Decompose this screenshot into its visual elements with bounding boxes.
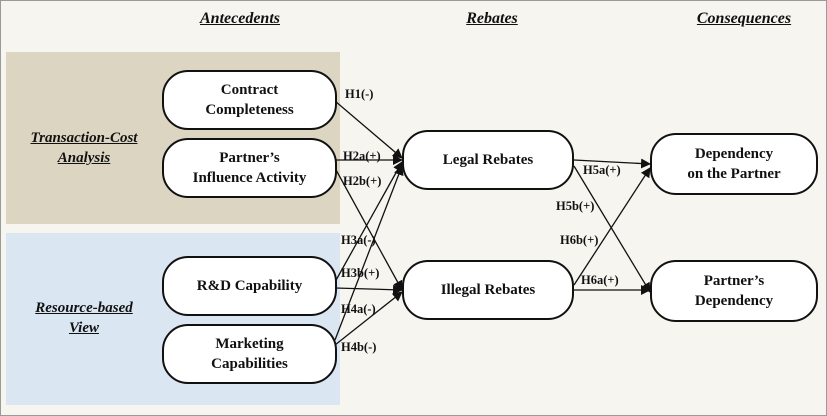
partner-influence-node: Partner’s Influence Activity: [162, 138, 337, 198]
partners-dependency-line1: Partner’s: [703, 273, 765, 289]
hypothesis-h6a-label: H6a(+): [581, 273, 619, 287]
transaction-cost-label-line1: Transaction-Cost: [30, 130, 138, 146]
partner-influence-line2: Influence Activity: [192, 170, 307, 186]
hypothesis-h3a-label: H3a(-): [341, 233, 376, 247]
contract-completeness-node: Contract Completeness: [162, 70, 337, 130]
transaction-cost-label-line2: Analysis: [57, 150, 111, 166]
arrow-h1: [334, 100, 403, 159]
arrow-h6b: [573, 167, 651, 286]
dependency-on-partner-line1: Dependency: [694, 146, 774, 162]
hypothesis-h2b-label: H2b(+): [343, 174, 382, 188]
antecedents-header: Antecedents: [200, 10, 280, 27]
resource-based-label-line2: View: [68, 320, 99, 336]
partner-influence-line1: Partner’s: [219, 150, 280, 166]
marketing-capabilities-node: Marketing Capabilities: [162, 324, 337, 384]
partners-dependency-line2: Dependency: [694, 293, 774, 309]
hypothesis-h4a-label: H4a(-): [341, 302, 376, 316]
hypothesis-h4b-label: H4b(-): [341, 340, 377, 354]
resource-based-label-line1: Resource-based: [35, 300, 133, 316]
transaction-cost-label: Transaction-Cost Analysis: [14, 128, 154, 168]
partners-dependency-node: Partner’s Dependency: [650, 260, 818, 322]
marketing-capabilities-line1: Marketing: [215, 336, 284, 352]
arrow-h4b: [334, 291, 403, 346]
hypothesis-h2a-label: H2a(+): [343, 149, 381, 163]
contract-completeness-line2: Completeness: [205, 102, 294, 118]
illegal-rebates-node: Illegal Rebates: [402, 260, 574, 320]
consequences-header: Consequences: [696, 10, 792, 27]
legal-rebates-label: Legal Rebates: [442, 152, 534, 168]
legal-rebates-node: Legal Rebates: [402, 130, 574, 190]
arrow-h4a: [334, 165, 404, 341]
dependency-on-partner-node: Dependency on the Partner: [650, 133, 818, 195]
contract-completeness-line1: Contract: [220, 82, 279, 98]
arrow-h3b: [334, 284, 403, 295]
hypothesis-h1-label: H1(-): [345, 87, 374, 101]
resource-based-label: Resource-based View: [14, 298, 154, 338]
arrow-h3a: [334, 161, 403, 283]
hypothesis-h5b-label: H5b(+): [556, 199, 595, 213]
rd-capability-label: R&D Capability: [196, 278, 303, 294]
rebates-header: Rebates: [466, 10, 518, 27]
arrow-h5b: [573, 165, 651, 293]
hypothesis-h3b-label: H3b(+): [341, 266, 380, 280]
illegal-rebates-label: Illegal Rebates: [440, 282, 536, 298]
dependency-on-partner-line2: on the Partner: [687, 166, 781, 182]
arrow-h2b: [334, 167, 403, 291]
hypothesis-h5a-label: H5a(+): [583, 163, 621, 177]
rd-capability-node: R&D Capability: [162, 256, 337, 316]
arrow-h5a: [573, 158, 651, 169]
marketing-capabilities-line2: Capabilities: [211, 356, 288, 372]
hypothesis-h6b-label: H6b(+): [560, 233, 599, 247]
